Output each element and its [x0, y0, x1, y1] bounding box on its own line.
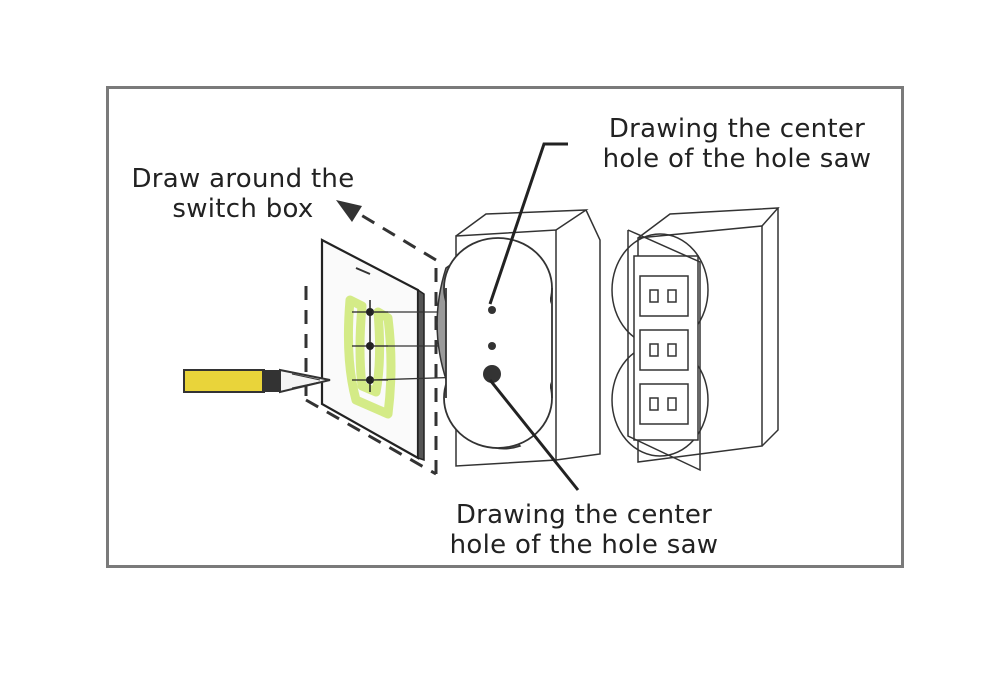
label-draw-around: Draw around the switch box	[112, 164, 374, 224]
traced-outline	[343, 295, 396, 419]
wall-plate	[320, 238, 425, 462]
label-top-line2: hole of the hole saw	[602, 144, 872, 174]
dashed-outline	[304, 204, 438, 476]
label-top-line1: Drawing the center	[608, 114, 866, 144]
label-center-hole-bottom: Drawing the center hole of the hole saw	[428, 500, 740, 560]
label-left-line1: Draw around the	[131, 164, 355, 194]
label-left-line2: switch box	[172, 194, 314, 224]
switch-box	[611, 207, 780, 472]
dashed-arrow-head	[336, 200, 362, 222]
label-center-hole-top: Drawing the center hole of the hole saw	[582, 114, 892, 174]
hole-saw-cutout	[436, 209, 601, 467]
label-bottom-line2: hole of the hole saw	[449, 530, 719, 560]
label-bottom-line1: Drawing the center	[455, 500, 713, 530]
leader-lines	[488, 142, 580, 491]
pencil-icon	[183, 368, 331, 394]
